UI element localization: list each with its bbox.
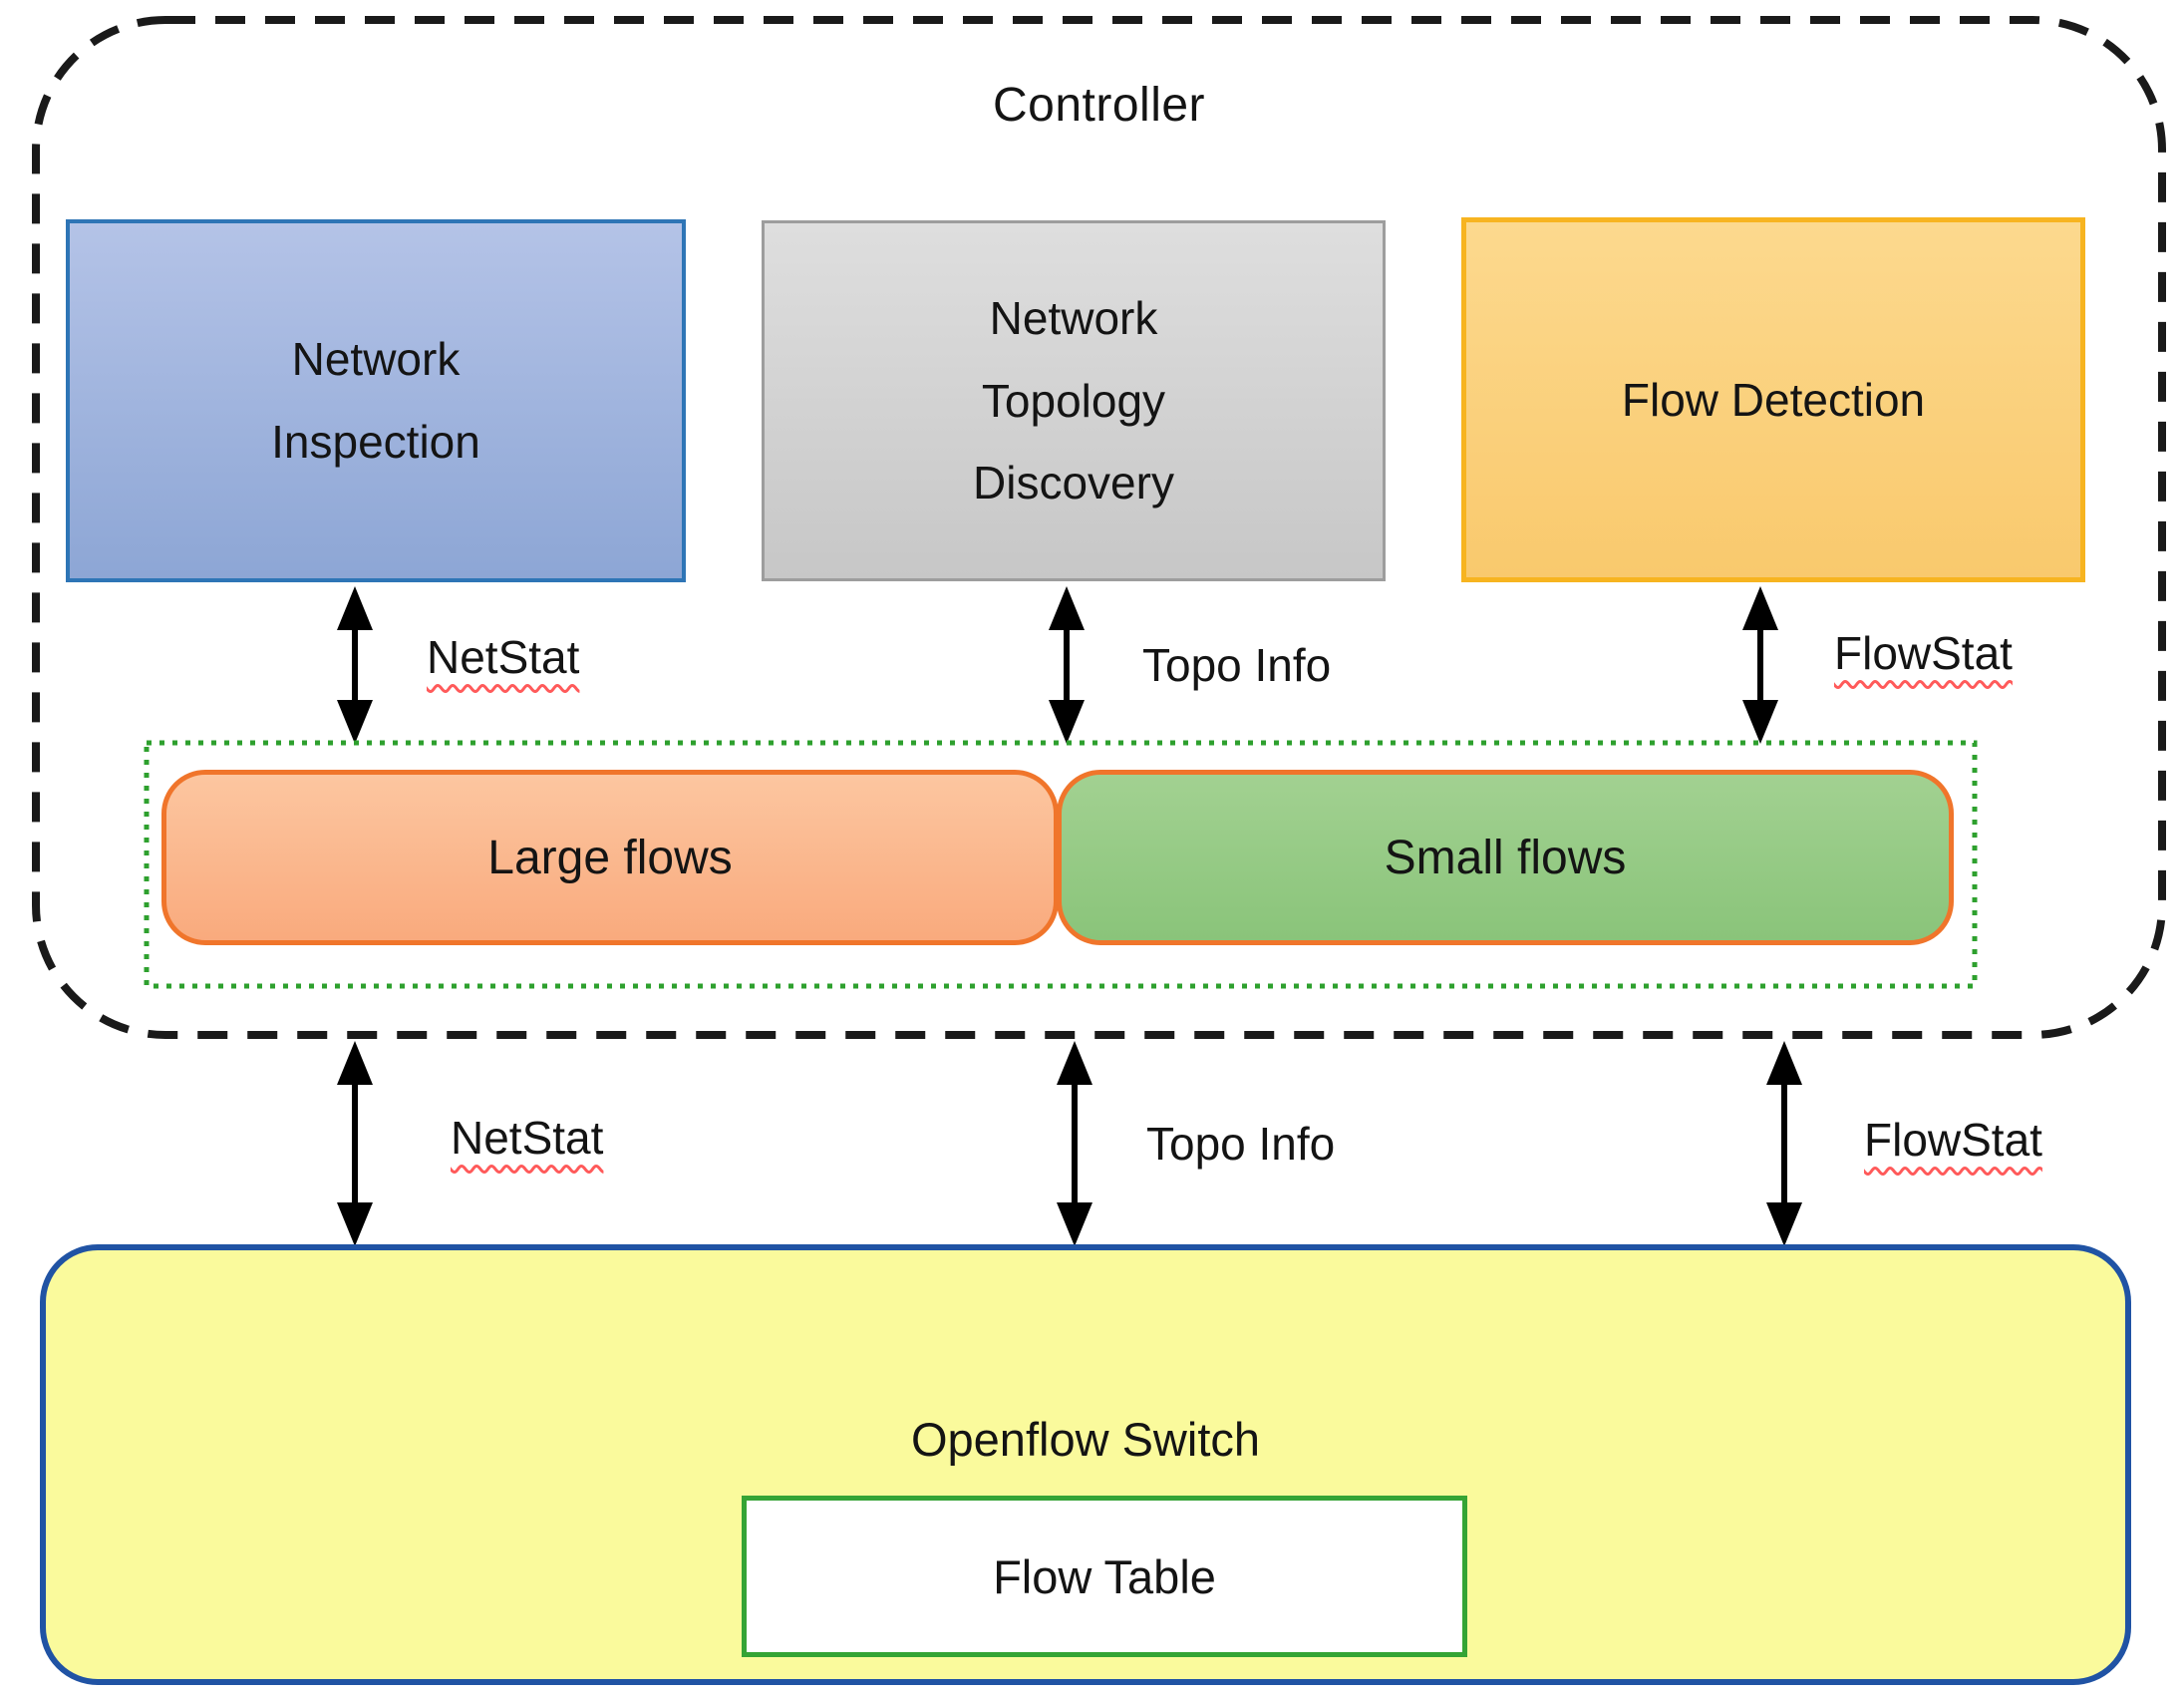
flowstat-upper-label: FlowStat: [1834, 627, 2013, 679]
large-flows-box: Large flows: [161, 770, 1059, 945]
netstat-lower-label: NetStat: [451, 1112, 604, 1164]
module-network-inspection-label: Network Inspection: [271, 333, 480, 468]
flowstat-lower-label: FlowStat: [1864, 1114, 2042, 1166]
module-flow-detection: Flow Detection: [1461, 217, 2085, 582]
netstat-upper-label: NetStat: [427, 631, 580, 683]
module-network-inspection: Network Inspection: [66, 219, 686, 582]
flowstat-upper-arrow-icon: [1736, 584, 1784, 746]
openflow-switch-label: Openflow Switch: [910, 1413, 1261, 1466]
netstat-upper-arrow-icon: [331, 584, 379, 746]
topo-info-lower-arrow-icon: [1051, 1039, 1098, 1248]
controller-label: Controller: [992, 79, 1206, 132]
module-network-topology-discovery-label: Network Topology Discovery: [973, 291, 1174, 509]
flowstat-lower-arrow-icon: [1760, 1039, 1808, 1248]
netstat-lower-arrow-icon: [331, 1039, 379, 1248]
small-flows-label: Small flows: [1384, 831, 1627, 884]
topo-info-upper-arrow-icon: [1043, 584, 1091, 746]
large-flows-label: Large flows: [487, 831, 733, 884]
flow-table-box: Flow Table: [742, 1496, 1467, 1657]
flow-table-label: Flow Table: [993, 1549, 1216, 1603]
openflow-switch-box: Openflow Switch Flow Table: [40, 1244, 2131, 1685]
topo-info-lower-label: Topo Info: [1146, 1118, 1336, 1170]
controller-boundary: [32, 16, 2166, 1039]
flow-classification-region: [144, 740, 1978, 989]
topo-info-upper-label: Topo Info: [1142, 639, 1332, 691]
module-network-topology-discovery: Network Topology Discovery: [762, 220, 1386, 581]
small-flows-box: Small flows: [1057, 770, 1954, 945]
module-flow-detection-label: Flow Detection: [1621, 373, 1926, 426]
